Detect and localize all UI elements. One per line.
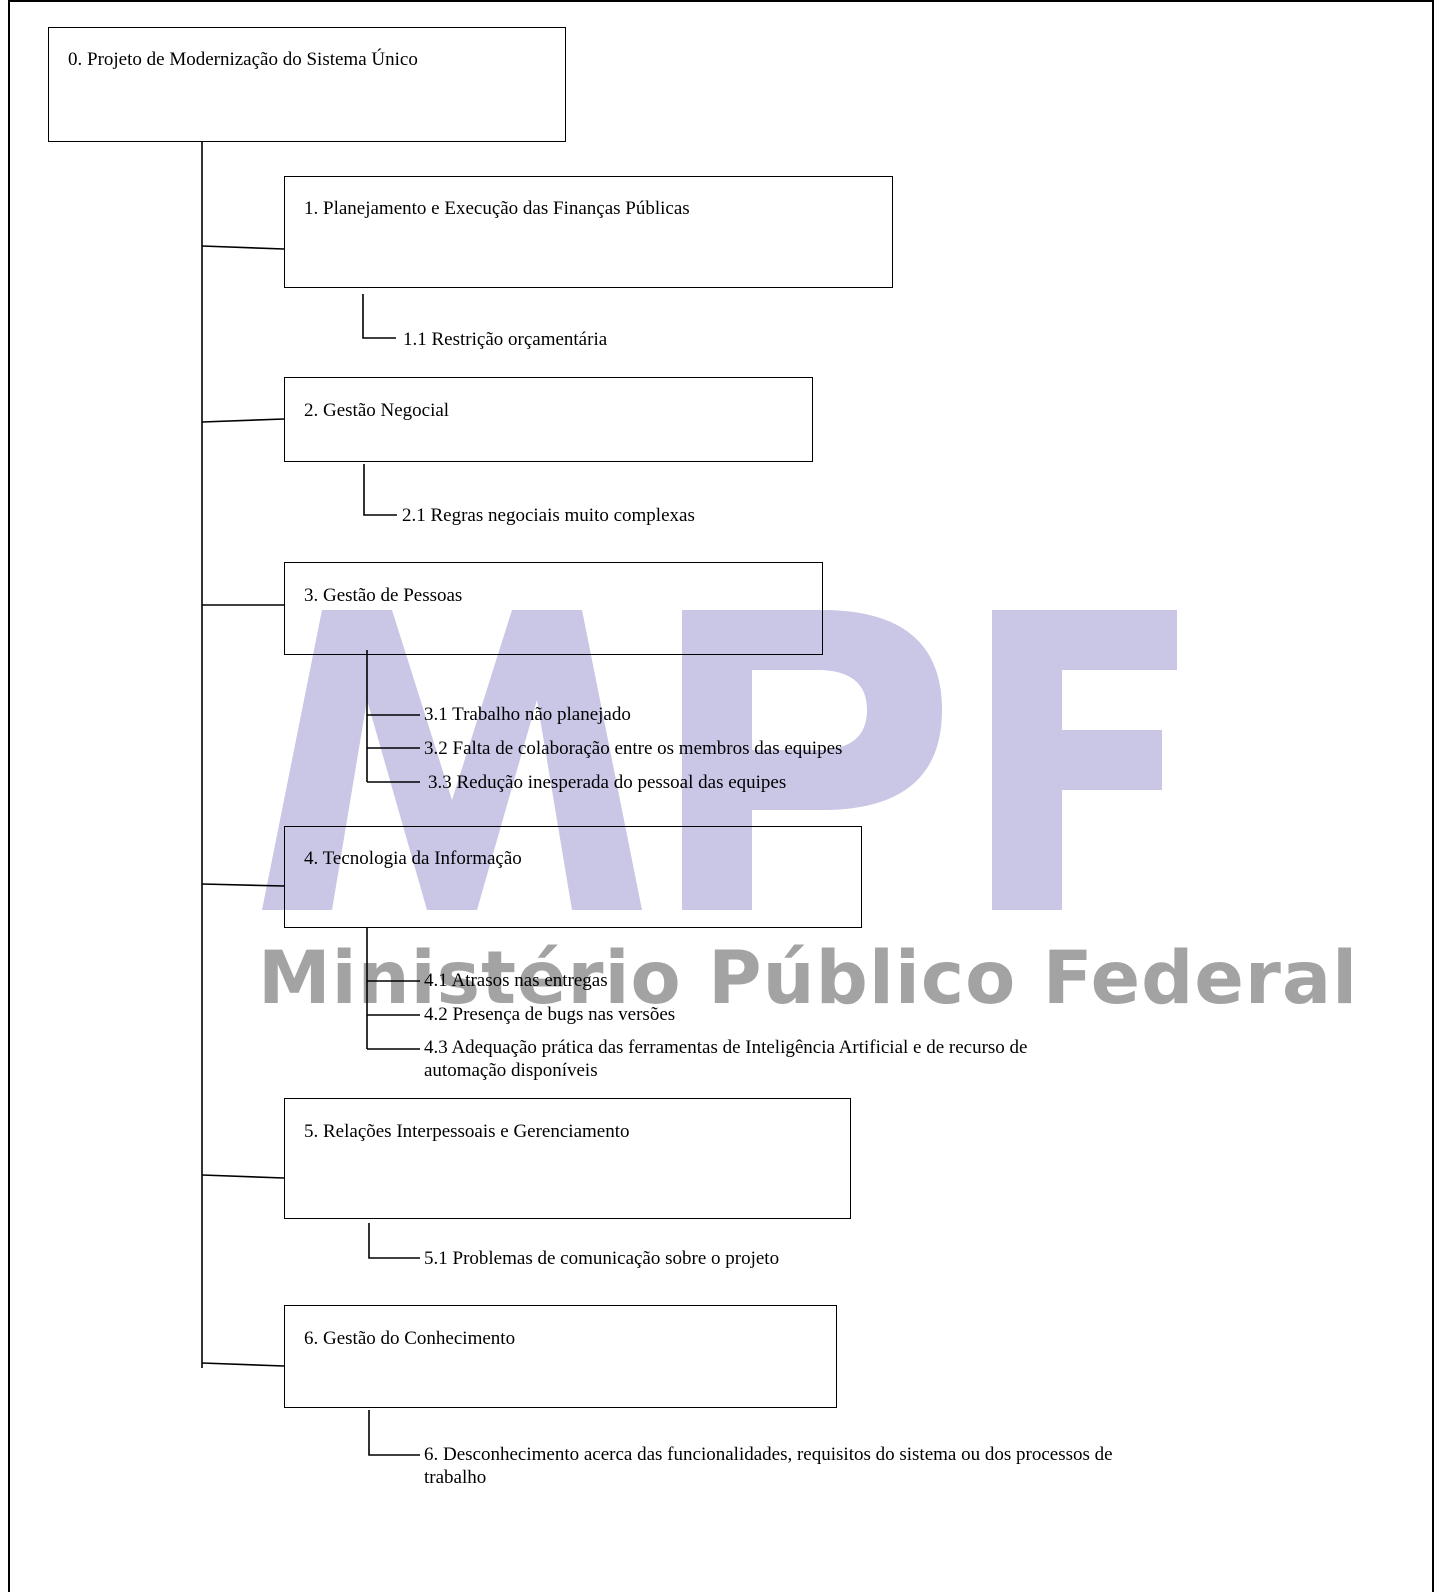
sub-connector-5-1 (368, 1223, 420, 1259)
category-box-3 (284, 562, 823, 655)
sub-item-3-3: 3.3 Redução inesperada do pessoal das eq… (428, 772, 787, 793)
sub-connector-2-1 (363, 464, 397, 516)
sub-item-3-1: 3.1 Trabalho não planejado (424, 704, 631, 725)
category-label-4: 4. Tecnologia da Informação (304, 848, 522, 869)
category-label-1: 1. Planejamento e Execução das Finanças … (304, 198, 690, 219)
sub-item-4-2: 4.2 Presença de bugs nas versões (424, 1004, 676, 1025)
sub-connector-6-1 (368, 1410, 420, 1456)
sub-item-3-2: 3.2 Falta de colaboração entre os membro… (424, 738, 843, 759)
root-box (48, 27, 566, 142)
category-label-5: 5. Relações Interpessoais e Gerenciament… (304, 1121, 630, 1142)
category-box-4 (284, 826, 862, 928)
sub-item-1-1: 1.1 Restrição orçamentária (403, 329, 608, 350)
sub-item-2-1: 2.1 Regras negociais muito complexas (402, 505, 695, 526)
branch-2 (201, 418, 285, 423)
sub-item-4-3: 4.3 Adequação prática das ferramentas de… (424, 1037, 1028, 1081)
sub-item-6-1: 6. Desconhecimento acerca das funcionali… (424, 1444, 1113, 1488)
category-box-1 (284, 176, 893, 288)
sub-connector-1-1 (362, 294, 396, 339)
category-box-6 (284, 1305, 837, 1408)
watermark-mpf-logo (262, 610, 1177, 910)
branch-1 (201, 245, 285, 250)
branch-6 (201, 1362, 285, 1367)
category-label-2: 2. Gestão Negocial (304, 400, 450, 421)
category-label-6: 6. Gestão do Conhecimento (304, 1328, 516, 1349)
sub-item-5-1: 5.1 Problemas de comunicação sobre o pro… (424, 1248, 780, 1269)
watermark-text: Ministério Público Federal (258, 936, 1359, 1021)
root-label: 0. Projeto de Modernização do Sistema Ún… (68, 49, 418, 70)
category-label-3: 3. Gestão de Pessoas (304, 585, 463, 606)
sub-item-4-1: 4.1 Atrasos nas entregas (424, 970, 608, 991)
branch-4 (201, 883, 285, 887)
diagram-frame (8, 0, 1434, 1592)
category-box-5 (284, 1098, 851, 1219)
branch-5 (201, 1174, 285, 1179)
category-box-2 (284, 377, 813, 462)
